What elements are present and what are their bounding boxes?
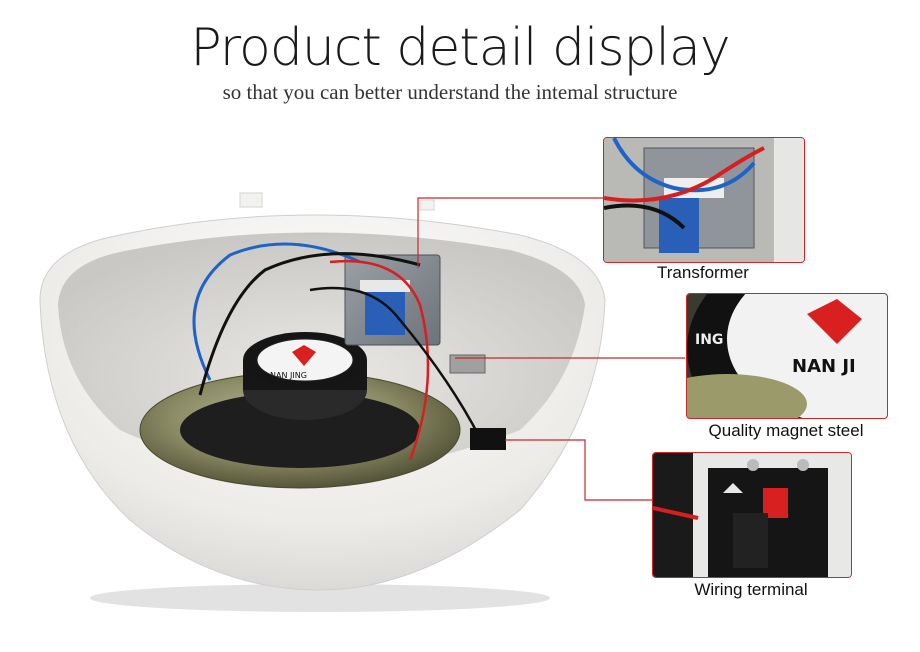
page-title: Product detail display: [190, 18, 730, 78]
svg-text:ING: ING: [695, 332, 723, 348]
magnet-closeup-icon: NAN JI ING: [687, 294, 887, 418]
magnet-label-text: NAN JING: [270, 371, 307, 380]
magnet-closeup-text: NAN JI: [792, 356, 856, 377]
red-wire: [329, 259, 430, 461]
callout-magnet-image: NAN JI ING: [686, 293, 888, 419]
callout-transformer-image: [603, 137, 805, 263]
transformer-closeup-icon: [604, 138, 804, 262]
terminal-closeup-icon: [653, 453, 851, 577]
callout-magnet-label: Quality magnet steel: [708, 421, 864, 440]
blue-wire: [192, 242, 361, 381]
bowl-shadow: [90, 584, 550, 612]
callout-terminal-image: [652, 452, 852, 578]
callout-terminal-label: Wiring terminal: [694, 580, 808, 599]
callout-transformer-label: Transformer: [657, 263, 749, 282]
page-subtitle: so that you can better understand the in…: [222, 80, 678, 104]
black-wire: [198, 252, 421, 396]
callout-lines: [417, 197, 685, 501]
